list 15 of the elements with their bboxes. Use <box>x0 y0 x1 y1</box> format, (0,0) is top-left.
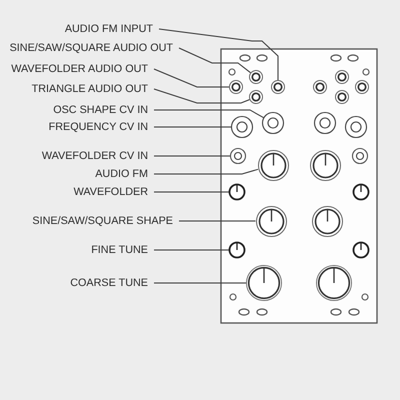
part-label: OSC SHAPE CV IN <box>53 104 148 116</box>
part-label: FREQUENCY CV IN <box>48 120 148 134</box>
leader-line <box>154 126 232 128</box>
part-label: SINE/SAW/SQUARE AUDIO OUT <box>10 42 173 54</box>
part-label: FINE TUNE <box>91 244 148 256</box>
part-label: WAVEFOLDER AUDIO OUT <box>11 62 148 76</box>
part-label: COARSE TUNE <box>70 276 148 290</box>
part-label: WAVEFOLDER CV IN <box>42 150 148 162</box>
leader-line <box>154 68 230 88</box>
part-label: SINE/SAW/SQUARE SHAPE <box>32 214 173 228</box>
part-label: AUDIO FM <box>95 168 148 180</box>
part-label: WAVEFOLDER <box>74 186 148 198</box>
part-label: TRIANGLE AUDIO OUT <box>32 82 148 96</box>
part-label: AUDIO FM INPUT <box>64 22 153 36</box>
leader-line <box>154 282 246 284</box>
